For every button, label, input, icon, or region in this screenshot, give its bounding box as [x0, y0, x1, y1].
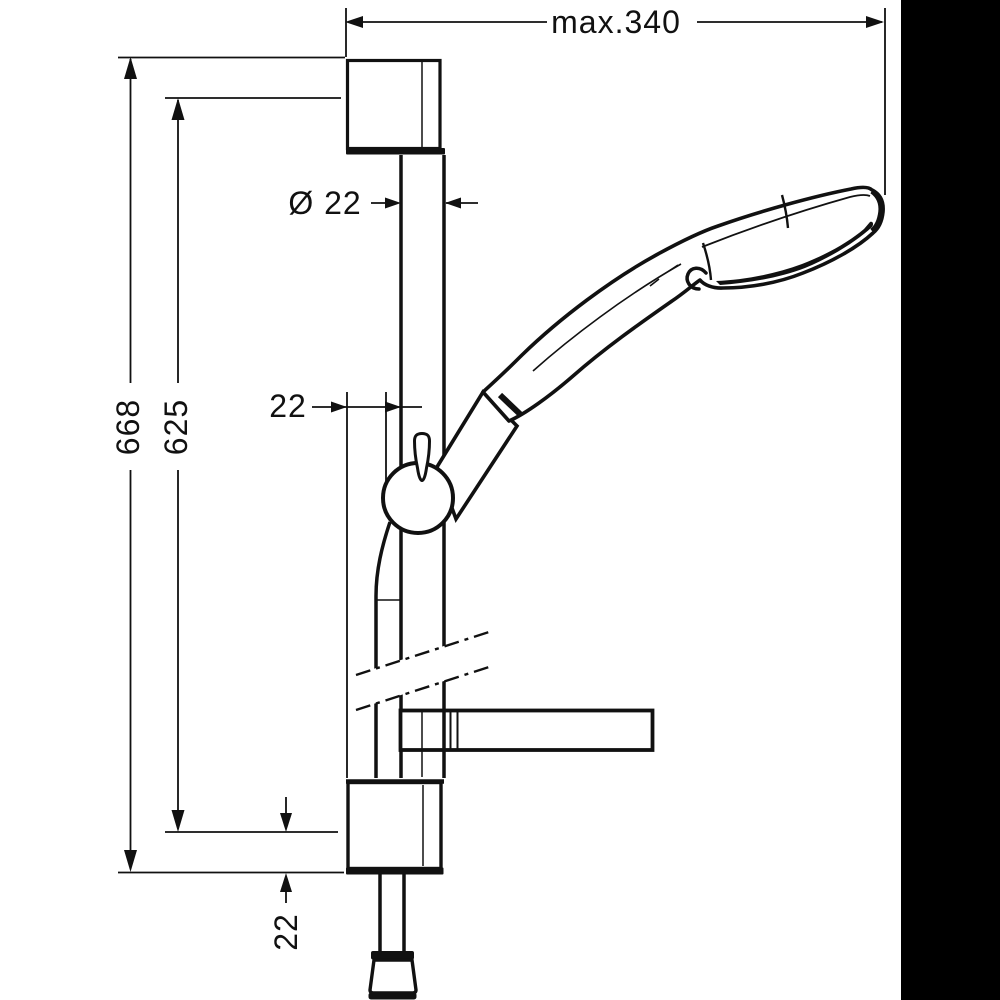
head-left-divider	[701, 242, 713, 281]
soap-dish	[398, 708, 655, 777]
black-margin-band	[901, 0, 1000, 1000]
head-right-divider	[780, 194, 790, 229]
shower-hose	[374, 521, 406, 951]
arrow-max340-left	[345, 16, 363, 28]
connector-cone	[368, 958, 418, 995]
arrow-dia22-left	[385, 197, 401, 209]
arrow-668-bottom	[124, 850, 137, 872]
bracket-top-body	[345, 58, 442, 151]
dimension-arrowheads	[124, 16, 884, 892]
handle-shading-line	[532, 263, 682, 372]
arrow-max340-right	[866, 16, 884, 28]
head-end-cap-edge	[870, 188, 884, 234]
head-top-inner-line	[701, 194, 871, 248]
slider-holder	[381, 431, 455, 535]
head-notch-hook	[685, 266, 708, 291]
break-mask	[358, 631, 490, 709]
dimension-bar-length	[118, 56, 345, 874]
grip-joint-shadow-band	[497, 392, 524, 418]
bracket-bottom-shadow-bar	[346, 867, 444, 875]
bracket-bottom-body	[346, 780, 443, 871]
arrow-625-bottom	[171, 810, 185, 832]
connector-collar	[371, 951, 414, 960]
wall-bracket-bottom	[346, 779, 444, 875]
soap-dish-joint-lines	[449, 712, 459, 749]
arrow-bottom22-bottom	[280, 873, 292, 892]
arrow-dia22-right	[445, 197, 461, 209]
break-lines	[355, 629, 493, 712]
connector-base	[368, 992, 417, 1000]
break-line-lower	[355, 664, 493, 712]
hose-left-edge	[374, 521, 392, 778]
arrow-625-top	[171, 98, 185, 120]
arrow-offset22-left	[331, 401, 347, 413]
arrow-offset22-right	[385, 401, 401, 413]
bracket-top-shadow-bar	[346, 148, 445, 155]
soap-dish-tray	[398, 708, 655, 752]
label-overall-reach: max.340	[551, 4, 681, 40]
holder-clamp-pin	[412, 431, 432, 483]
label-wall-offset: 22	[269, 388, 307, 424]
handle-shading-dashes	[649, 264, 679, 287]
hand-shower	[481, 185, 885, 423]
label-bar-length: 668	[110, 399, 146, 455]
dimension-hole-distance	[165, 97, 341, 833]
dimension-overall-reach	[345, 8, 886, 195]
wall-bracket-top	[345, 58, 445, 155]
label-bottom-offset: 22	[268, 913, 304, 951]
label-hole-distance: 625	[158, 399, 194, 455]
arrow-668-top	[124, 57, 137, 79]
break-line-upper	[355, 629, 493, 677]
hose-connector	[368, 951, 418, 1000]
label-bar-diameter: Ø 22	[288, 185, 361, 221]
dimension-linework	[118, 8, 886, 903]
arrow-bottom22-top	[280, 813, 292, 832]
